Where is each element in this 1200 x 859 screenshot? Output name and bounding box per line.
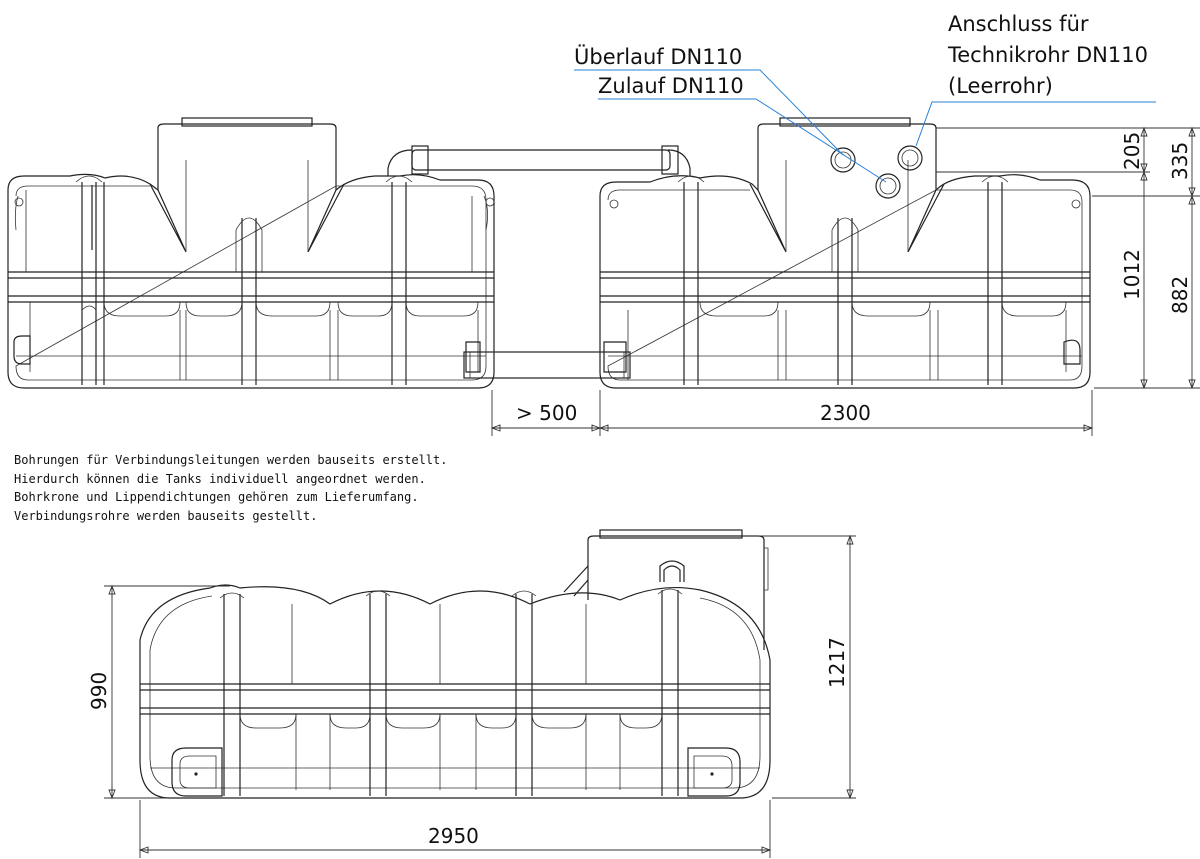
dim-top-gap: > 500: [516, 401, 577, 425]
dim-top-length: 2300: [820, 401, 871, 425]
label-conduit-3: (Leerrohr): [948, 74, 1053, 98]
note-line: Hierdurch können die Tanks individuell a…: [14, 471, 426, 486]
label-conduit-2: Technikrohr DN110: [947, 43, 1148, 67]
dim-1012: 1012: [1120, 249, 1144, 300]
dim-side-length: 2950: [428, 824, 479, 848]
dim-side-height: 990: [87, 672, 111, 710]
label-inlet: Zulauf DN110: [598, 74, 744, 98]
leader-lines: [574, 69, 1156, 183]
label-overflow: Überlauf DN110: [574, 44, 742, 69]
note-line: Verbindungsrohre werden bauseits gestell…: [14, 508, 318, 523]
right-tank: [599, 117, 1091, 389]
note-line: Bohrungen für Verbindungsleitungen werde…: [14, 453, 448, 467]
note-line: Bohrkrone und Lippendichtungen gehören z…: [14, 490, 419, 504]
label-conduit-1: Anschluss für: [948, 12, 1089, 36]
side-tank: [139, 529, 771, 799]
dim-205: 205: [1120, 132, 1144, 170]
dim-882: 882: [1168, 276, 1192, 314]
connection-pipes: [387, 145, 691, 379]
front-dimensions: [490, 126, 1200, 436]
notes-block: Bohrungen für Verbindungsleitungen werde…: [14, 451, 447, 525]
dim-335: 335: [1168, 142, 1192, 180]
left-tank: [7, 117, 495, 389]
side-dimensions: [104, 534, 856, 858]
dim-side-total-height: 1217: [825, 637, 849, 688]
